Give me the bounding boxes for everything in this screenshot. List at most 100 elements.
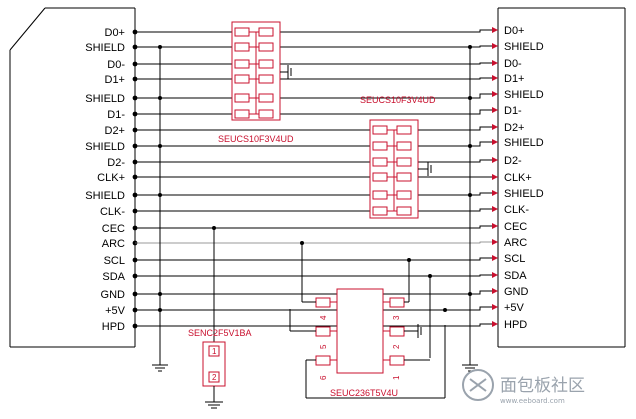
- left-pin-label: D0-: [107, 59, 125, 71]
- right-pin-label: SDA: [504, 270, 527, 282]
- left-pin-label: ARC: [102, 238, 125, 250]
- u3-pin-1: 1: [212, 347, 217, 356]
- u3-part-label: SENC2F5V1BA: [188, 328, 252, 338]
- right-pin-arrow: [492, 321, 498, 327]
- right-pin-arrow: [492, 75, 498, 81]
- net-wire: [135, 126, 492, 131]
- diode-cell: [258, 59, 274, 69]
- left-pin-label: SCL: [104, 255, 125, 267]
- net-wire: [135, 109, 492, 115]
- right-pin-label: D0-: [504, 58, 522, 70]
- left-pin-label: D2-: [107, 157, 125, 169]
- right-pin-label: D1+: [504, 73, 525, 85]
- junction-dot: [443, 308, 447, 312]
- right-pin-arrow: [492, 288, 498, 294]
- left-pin-label: SHIELD: [85, 93, 125, 105]
- diode-cell: [258, 27, 274, 37]
- right-pin-label: +5V: [504, 302, 525, 314]
- net-wire: [135, 77, 492, 80]
- left-pin-label: CLK+: [97, 172, 125, 184]
- net-wire: [135, 29, 492, 33]
- diode-cell: [372, 157, 388, 167]
- watermark-text: 面包板社区: [500, 376, 585, 396]
- net-wire: [135, 62, 492, 65]
- net-wire: [135, 323, 492, 327]
- diode-cell: [234, 42, 250, 52]
- net-wire: [135, 208, 492, 212]
- diode-cell: [258, 74, 274, 84]
- diode-cell: [396, 190, 412, 200]
- net-wire: [135, 274, 492, 277]
- net-wire: [135, 192, 492, 196]
- right-pin-arrow: [492, 27, 498, 33]
- u4-pin-4: 4: [319, 315, 328, 320]
- esd-array-u1: SEUCS10F3V4UD: [218, 21, 294, 144]
- left-pin-label: CLK-: [100, 206, 125, 218]
- right-pin-arrow: [492, 239, 498, 245]
- right-pin-arrow: [492, 223, 498, 229]
- right-pin-label: CEC: [504, 221, 527, 233]
- u4-pin-3: 3: [392, 315, 401, 320]
- diode-cell: [372, 141, 388, 151]
- ground-icon: [152, 364, 168, 372]
- right-pin-label: SHIELD: [504, 137, 544, 149]
- net-wire: [135, 290, 492, 295]
- u3-pin-2: 2: [212, 373, 217, 382]
- left-pin-label: SHIELD: [85, 190, 125, 202]
- right-pin-arrow: [492, 206, 498, 212]
- left-pin-label: SDA: [102, 271, 125, 283]
- right-pin-label: D2+: [504, 122, 525, 134]
- u1-part-label: SEUCS10F3V4UD: [218, 134, 294, 144]
- right-pin-arrow: [492, 60, 498, 66]
- watermark: 面包板社区 www.eeboard.com: [462, 369, 585, 405]
- left-pin-label: SHIELD: [85, 141, 125, 153]
- u4-part-label: SEUC236T5V4U: [330, 388, 398, 398]
- right-pin-arrow: [492, 91, 498, 97]
- net-wire: [135, 141, 492, 147]
- chip-logo-icon: [462, 369, 494, 401]
- u4-pin-6: 6: [319, 375, 328, 380]
- diode-cell: [234, 59, 250, 69]
- right-connector: D0+SHIELDD0-D1+SHIELDD1-D2+SHIELDD2-CLK+…: [492, 7, 626, 348]
- net-wire: [135, 225, 492, 229]
- right-pin-arrow: [492, 124, 498, 130]
- net-wire: [135, 306, 492, 311]
- esd-diode-u3: 1 2 SENC2F5V1BA: [188, 227, 252, 409]
- right-pin-arrow: [492, 272, 498, 278]
- ground-icon: [287, 65, 292, 79]
- right-pin-label: ARC: [504, 237, 527, 249]
- shield-bus: [152, 46, 478, 372]
- left-pin-label: SHIELD: [85, 42, 125, 54]
- net-wire: [135, 257, 492, 261]
- esd-array-u2: SEUCS10F3V4UD: [360, 95, 436, 219]
- right-pin-label: D2-: [504, 155, 522, 167]
- ground-icon: [427, 162, 432, 176]
- left-pin-label: HPD: [102, 321, 125, 333]
- diode-cell: [372, 206, 388, 216]
- right-pin-label: SHIELD: [504, 89, 544, 101]
- right-pin-arrow: [492, 107, 498, 113]
- ground-icon: [417, 324, 422, 338]
- left-connector: D0+SHIELDD0-D1+SHIELDD1-D2+SHIELDD2-CLK+…: [9, 7, 138, 348]
- left-pin-label: D2+: [105, 125, 126, 137]
- diode-cell: [396, 157, 412, 167]
- net-wire: [135, 241, 492, 244]
- net-wire: [135, 45, 492, 48]
- right-pin-arrow: [492, 255, 498, 261]
- u2-part-label: SEUCS10F3V4UD: [360, 95, 436, 105]
- u4-pin-1: 1: [392, 375, 401, 380]
- diode-cell: [396, 141, 412, 151]
- right-pin-label: SHIELD: [504, 188, 544, 200]
- esd-array-u4: 4 5 6 3 2 1 SEUC236T5V4U: [289, 242, 446, 399]
- left-pin-label: D1+: [105, 74, 126, 86]
- right-pin-label: HPD: [504, 319, 527, 331]
- right-pin-arrow: [492, 139, 498, 145]
- right-pin-label: GND: [504, 286, 529, 298]
- left-pin-label: CEC: [102, 223, 125, 235]
- u4-pin-5: 5: [319, 344, 328, 349]
- right-pin-arrow: [492, 157, 498, 163]
- left-pin-label: +5V: [105, 305, 126, 317]
- right-pin-label: D1-: [504, 105, 522, 117]
- net-wires: [135, 29, 492, 327]
